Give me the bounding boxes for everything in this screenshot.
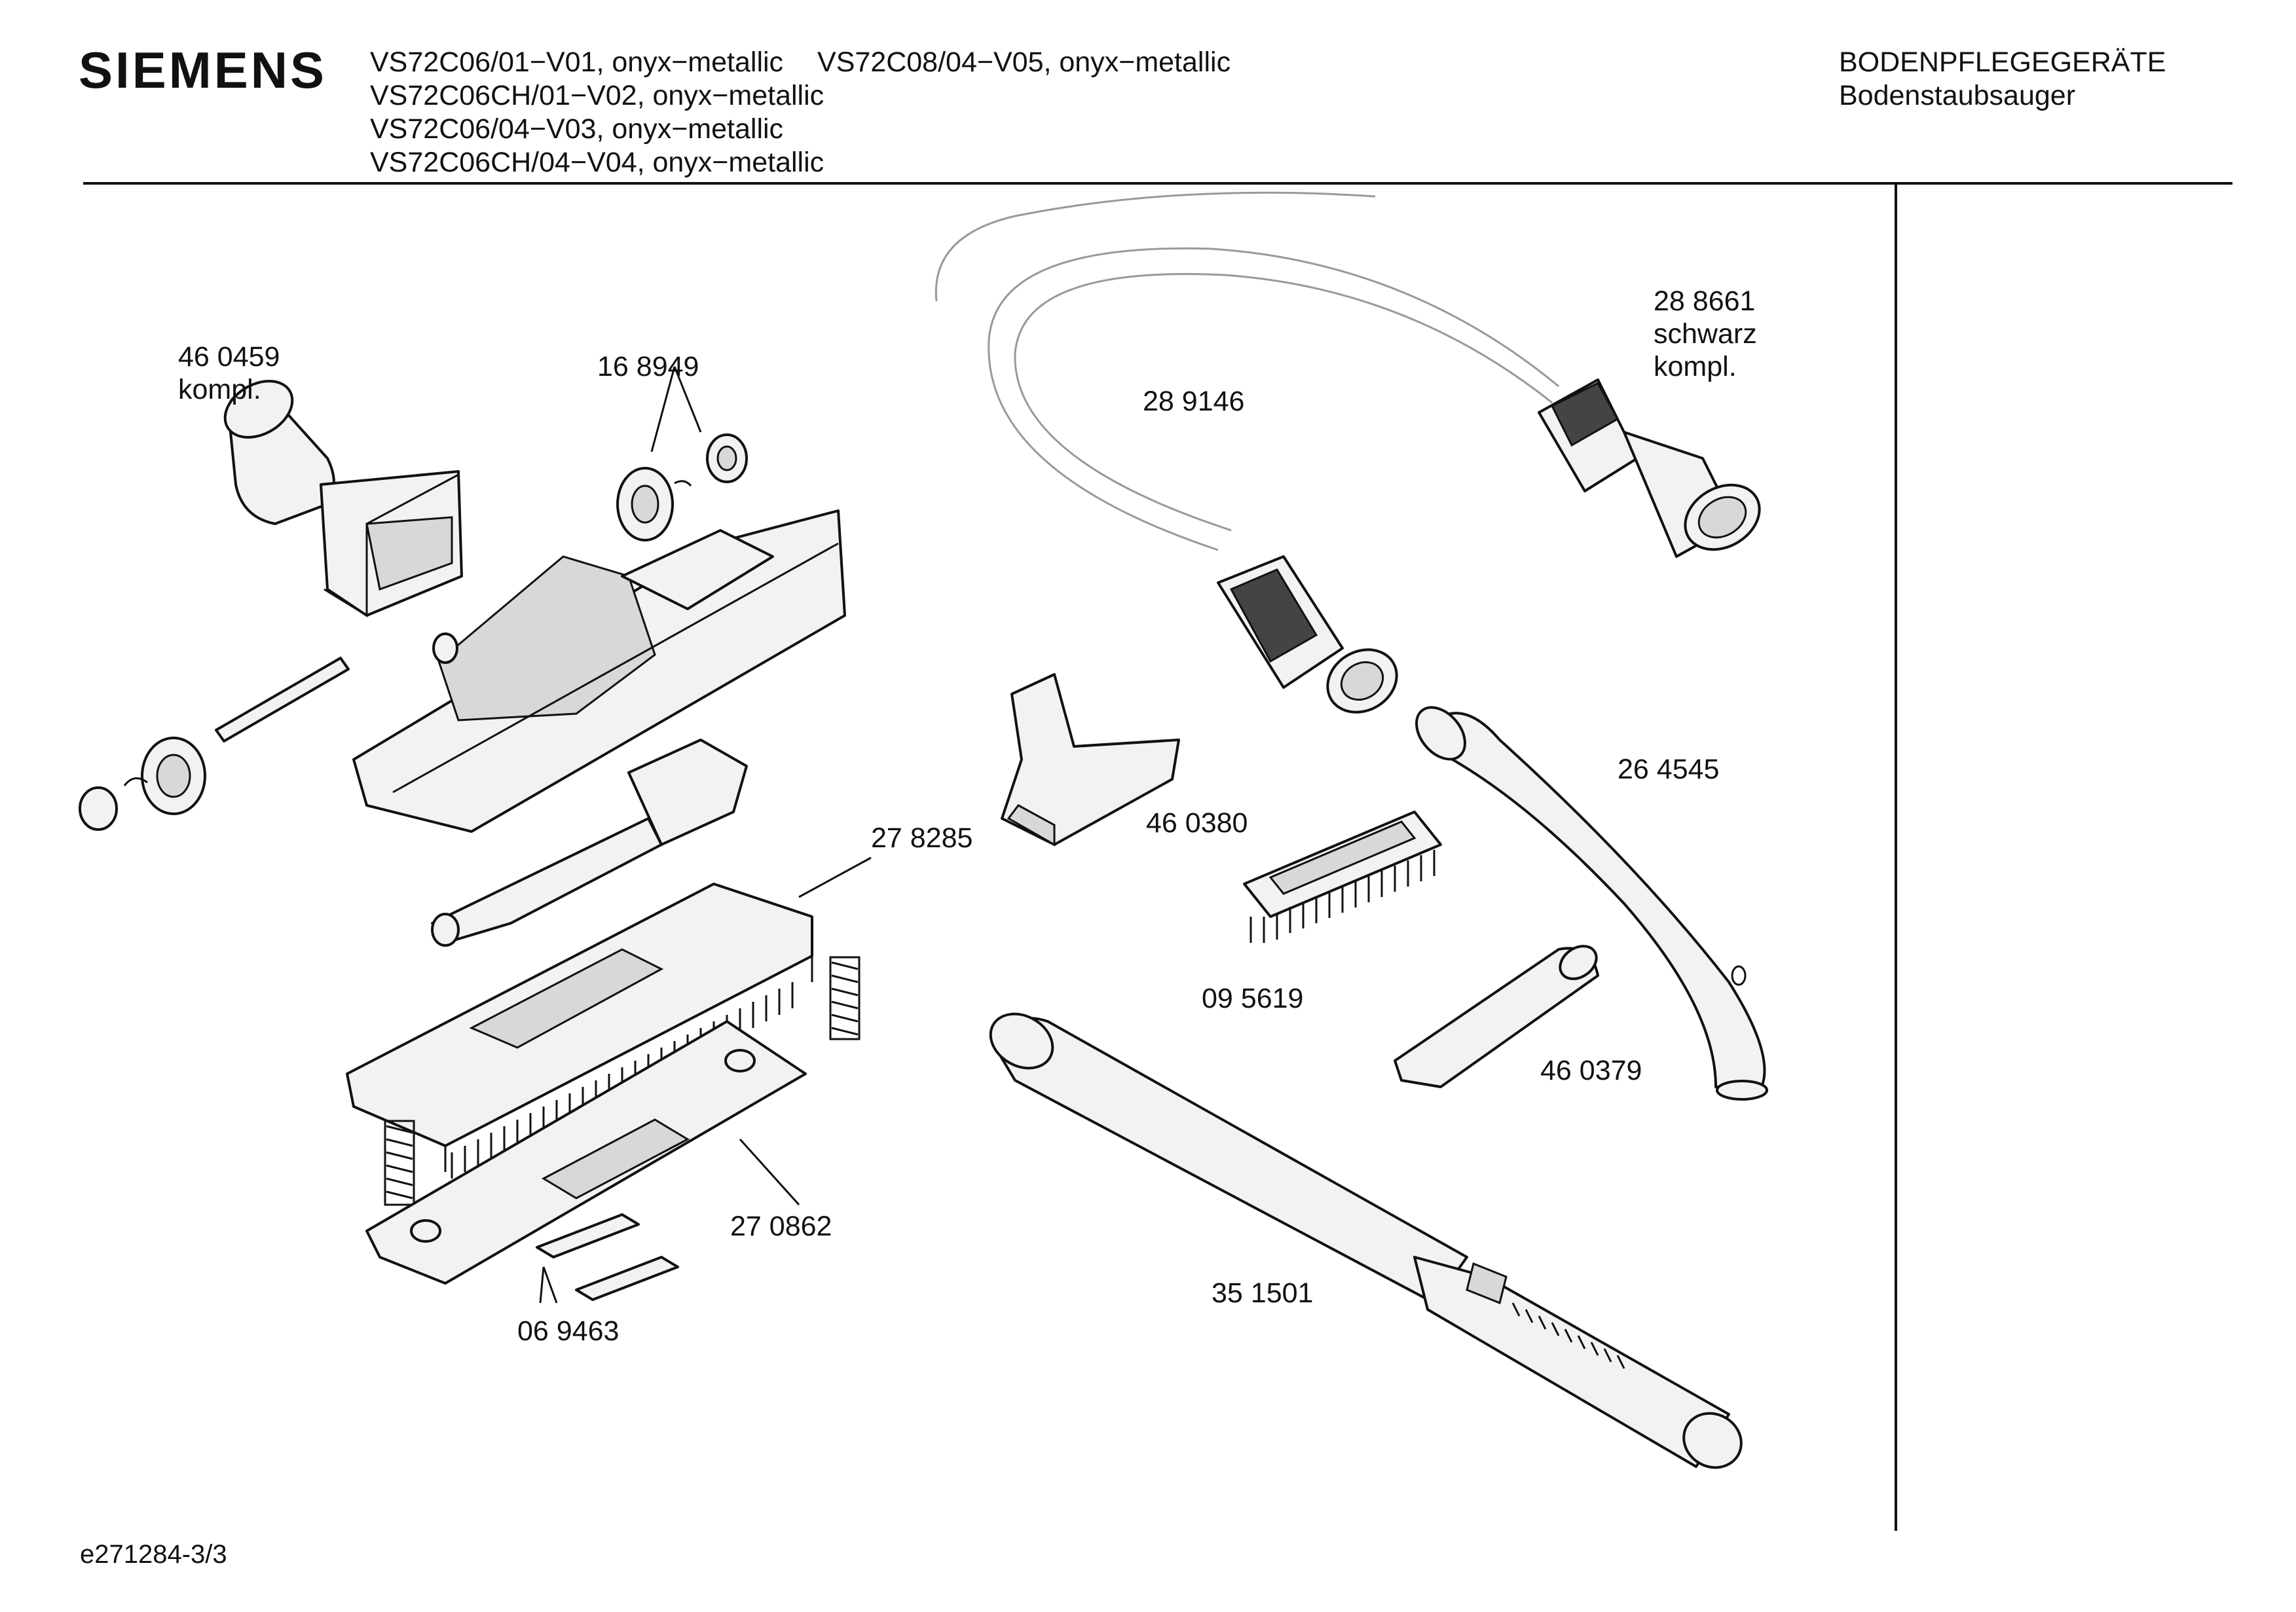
part-number: 27 0862: [730, 1211, 832, 1242]
part-number: 46 0459: [178, 341, 280, 373]
part-number: 46 0379: [1540, 1055, 1642, 1086]
part-label-288661: 28 8661 schwarz kompl.: [1654, 285, 1757, 383]
part-label-278285: 27 8285: [871, 822, 972, 854]
part-note: kompl.: [178, 374, 261, 405]
crevice-nozzle-drawing: [1394, 945, 1599, 1088]
wheel-pair-drawing: [616, 366, 748, 541]
part-label-069463: 06 9463: [517, 1315, 619, 1347]
part-label-270862: 27 0862: [730, 1210, 832, 1243]
part-number: 28 8661: [1654, 285, 1756, 317]
part-number: 09 5619: [1202, 983, 1304, 1014]
model-row: VS72C06/01−V01, onyx−metallic VS72C08/04…: [370, 46, 1231, 79]
drawing-id: e271284-3/3: [80, 1540, 227, 1569]
dusting-brush-drawing: [1243, 811, 1442, 943]
sole-plate-drawing: [346, 856, 872, 1179]
siemens-logo: SIEMENS: [79, 41, 327, 99]
part-number: 16 8949: [597, 351, 699, 382]
upholstery-nozzle-drawing: [1001, 673, 1180, 847]
model-row: VS72C06CH/01−V02, onyx−metallic: [370, 79, 1231, 113]
part-label-289146: 28 9146: [1143, 385, 1244, 418]
base-plate-drawing: [365, 1020, 807, 1285]
part-number: 27 8285: [871, 822, 973, 854]
side-divider: [1895, 183, 1897, 1531]
axle-and-wheel-drawing: [79, 657, 350, 831]
model-entry: VS72C06/04−V03, onyx−metallic: [370, 113, 784, 145]
model-row: VS72C06CH/04−V04, onyx−metallic: [370, 146, 1231, 179]
part-number: 46 0380: [1146, 807, 1248, 839]
part-label-168949: 16 8949: [597, 350, 699, 383]
elbow-connector-drawing: [223, 380, 463, 617]
floor-nozzle-housing-drawing: [352, 509, 846, 833]
part-note: schwarz: [1654, 318, 1757, 350]
part-label-264545: 26 4545: [1618, 753, 1719, 786]
model-entry: VS72C06CH/04−V04, onyx−metallic: [370, 147, 824, 178]
bent-tube-drawing: [1415, 706, 1768, 1101]
model-list: VS72C06/01−V01, onyx−metallic VS72C08/04…: [370, 46, 1231, 179]
part-label-460380: 46 0380: [1146, 807, 1248, 839]
part-number: 28 9146: [1143, 386, 1245, 417]
spring-pair-drawing: [384, 956, 861, 1206]
telescopic-tube-drawing: [989, 1012, 1743, 1469]
hose-connector-drawing: [1217, 555, 1398, 714]
part-label-095619: 09 5619: [1202, 982, 1303, 1015]
part-label-460459: 46 0459 kompl.: [178, 340, 280, 406]
category-title: BODENPFLEGEGERÄTE: [1839, 46, 2166, 78]
header-divider: [83, 182, 2232, 185]
felt-strips-drawing: [536, 1213, 679, 1304]
hose-drawing: [935, 191, 1559, 551]
model-row: VS72C06/04−V03, onyx−metallic: [370, 113, 1231, 146]
part-number: 06 9463: [517, 1315, 620, 1347]
model-entry: VS72C08/04−V05, onyx−metallic: [817, 46, 1231, 78]
part-label-351501: 35 1501: [1212, 1277, 1313, 1310]
category-subtitle: Bodenstaubsauger: [1839, 80, 2076, 111]
hose-handle-drawing: [1538, 378, 1761, 558]
part-number: 35 1501: [1212, 1277, 1314, 1309]
category-block: BODENPFLEGEGERÄTE Bodenstaubsauger: [1839, 46, 2166, 113]
part-note-2: kompl.: [1654, 351, 1737, 382]
model-entry: VS72C06CH/01−V02, onyx−metallic: [370, 80, 824, 111]
part-number: 26 4545: [1618, 754, 1720, 785]
part-label-460379: 46 0379: [1540, 1054, 1642, 1087]
model-entry: VS72C06/01−V01, onyx−metallic: [370, 46, 784, 78]
switch-lever-drawing: [431, 739, 748, 947]
